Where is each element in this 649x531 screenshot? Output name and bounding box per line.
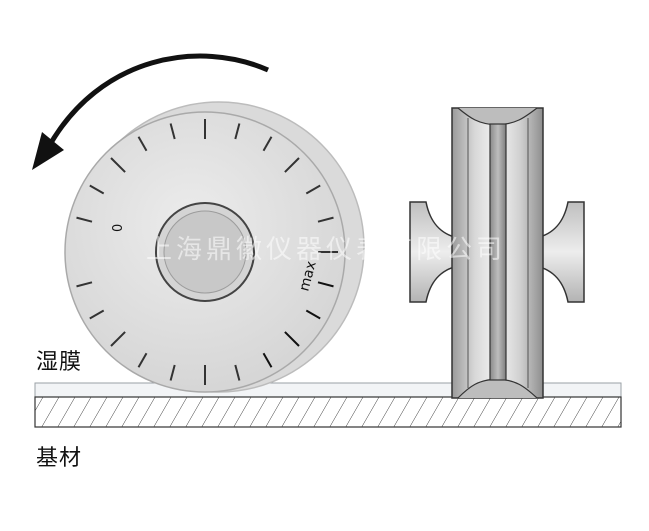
wheel-tick — [137, 352, 148, 368]
gauge-wheel-front: 0 max — [64, 101, 365, 393]
wheel-max-label: max — [296, 259, 319, 293]
wheel-tick — [234, 364, 241, 381]
wheel-tick — [76, 281, 93, 288]
wheel-tick — [305, 184, 321, 195]
wheel-tick — [89, 184, 105, 195]
wheel-tick — [76, 216, 93, 223]
wheel-tick — [110, 331, 126, 347]
wheel-tick — [284, 331, 300, 347]
wet-film-label: 湿膜 — [36, 350, 83, 375]
substrate-layer — [34, 396, 622, 428]
gauge-wheel-side — [409, 107, 585, 399]
wheel-tick — [305, 309, 321, 320]
wheel-tick — [169, 364, 176, 381]
wheel-tick — [110, 157, 126, 173]
wheel-tick — [234, 123, 241, 140]
wheel-tick — [284, 157, 300, 173]
watermark-text: 上海鼎徽仪器仪表有限公司 — [146, 235, 506, 265]
wheel-tick — [262, 136, 273, 152]
wheel-tick — [262, 352, 273, 368]
wheel-zero-label: 0 — [111, 224, 126, 232]
wheel-ticks — [76, 119, 338, 385]
wheel-tick — [89, 309, 105, 320]
substrate-label: 基材 — [36, 446, 83, 471]
wheel-tick — [317, 281, 334, 288]
wheel-hub-inner — [163, 210, 247, 294]
wheel-tick — [137, 136, 148, 152]
rotation-arrow — [32, 53, 270, 170]
wheel-tick — [169, 123, 176, 140]
wheel-tick — [317, 216, 334, 223]
